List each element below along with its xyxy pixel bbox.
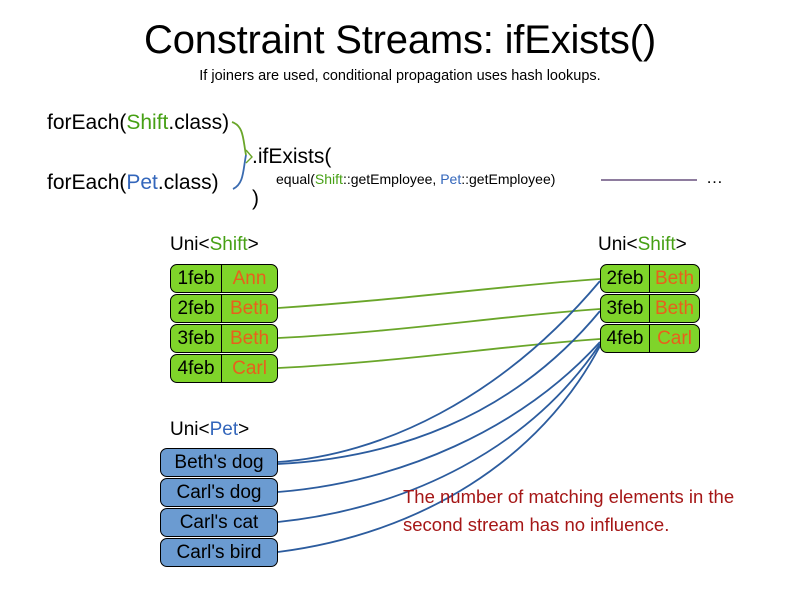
page-title: Constraint Streams: ifExists() — [144, 18, 656, 62]
wire-shift-4feb — [277, 338, 601, 369]
shift-row-key: 3feb — [601, 295, 651, 322]
label-prefix: Uni< — [170, 234, 210, 255]
shift-row-right[interactable]: 3feb Beth — [600, 294, 700, 323]
pet-row-value: Carl's dog — [176, 482, 262, 503]
label-type: Pet — [209, 419, 239, 440]
label-uni-pet: Uni<Pet> — [170, 418, 249, 442]
code-foreach-shift: forEach(Shift.class) — [47, 110, 229, 136]
shift-row-key: 4feb — [171, 355, 223, 382]
code-foreach-pet-suffix: .class) — [157, 171, 219, 194]
label-suffix: > — [247, 234, 259, 255]
code-foreach-shift-type: Shift — [126, 111, 169, 134]
shift-row-left[interactable]: 4feb Carl — [170, 354, 278, 383]
code-foreach-pet-type: Pet — [126, 171, 158, 194]
code-equal-right-method: ::getEmployee) — [461, 171, 556, 187]
shift-row-key: 2feb — [171, 295, 223, 322]
label-type: Shift — [637, 234, 676, 255]
code-foreach-shift-prefix: forEach( — [47, 111, 127, 134]
pet-row[interactable]: Carl's dog — [160, 478, 278, 507]
shift-row-key: 2feb — [601, 265, 651, 292]
label-type: Shift — [209, 234, 248, 255]
code-foreach-shift-suffix: .class) — [168, 111, 230, 134]
shift-row-key: 4feb — [601, 325, 651, 352]
label-prefix: Uni< — [170, 419, 210, 440]
shift-row-right[interactable]: 4feb Carl — [600, 324, 700, 353]
shift-row-value: Carl — [232, 358, 267, 379]
pet-row[interactable]: Carl's bird — [160, 538, 278, 567]
code-foreach-pet: forEach(Pet.class) — [47, 170, 219, 196]
page-subtitle: If joiners are used, conditional propaga… — [199, 68, 601, 84]
code-equal-left-method: ::getEmployee, — [342, 171, 441, 187]
pet-row[interactable]: Carl's cat — [160, 508, 278, 537]
shift-row-value: Beth — [229, 298, 270, 319]
shift-row-value: Beth — [229, 328, 270, 349]
code-ellipsis: … — [706, 168, 723, 187]
pet-row-value: Carl's bird — [176, 542, 262, 563]
shift-row-value: Beth — [654, 268, 695, 289]
code-equal-prefix: equal( — [276, 171, 315, 187]
label-prefix: Uni< — [598, 234, 638, 255]
wire-shift-3feb — [277, 308, 601, 339]
wire-pet-beths-dog-to-3feb — [277, 310, 601, 465]
wire-pet-carls-dog-to-4feb — [277, 341, 601, 493]
code-equal-right-type: Pet — [440, 171, 462, 187]
pet-row-value: Beth's dog — [174, 452, 264, 473]
shift-row-left[interactable]: 2feb Beth — [170, 294, 278, 323]
shift-row-left[interactable]: 3feb Beth — [170, 324, 278, 353]
code-equal-joiner: equal(Shift::getEmployee, Pet::getEmploy… — [276, 170, 555, 188]
label-uni-shift-left: Uni<Shift> — [170, 233, 259, 257]
code-ifexists: .ifExists( — [252, 145, 332, 168]
code-equal-left-type: Shift — [314, 171, 343, 187]
shift-row-key: 1feb — [171, 265, 223, 292]
shift-row-value: Beth — [654, 298, 695, 319]
pet-row-value: Carl's cat — [179, 512, 259, 533]
wire-shift-2feb — [277, 278, 601, 309]
label-uni-shift-right: Uni<Shift> — [598, 233, 687, 257]
code-foreach-pet-prefix: forEach( — [47, 171, 127, 194]
code-close-paren: ) — [252, 187, 259, 210]
label-suffix: > — [675, 234, 687, 255]
label-suffix: > — [238, 419, 250, 440]
brace-lower-blue — [232, 154, 247, 190]
shift-row-key: 3feb — [171, 325, 223, 352]
pet-row[interactable]: Beth's dog — [160, 448, 278, 477]
shift-row-right[interactable]: 2feb Beth — [600, 264, 700, 293]
brace-upper-green — [231, 121, 247, 156]
annotation-note: The number of matching elements in the s… — [403, 486, 735, 535]
shift-row-value: Carl — [657, 328, 692, 349]
shift-row-left[interactable]: 1feb Ann — [170, 264, 278, 293]
wire-pet-beths-dog-to-2feb — [277, 280, 601, 463]
shift-row-value: Ann — [232, 268, 267, 289]
